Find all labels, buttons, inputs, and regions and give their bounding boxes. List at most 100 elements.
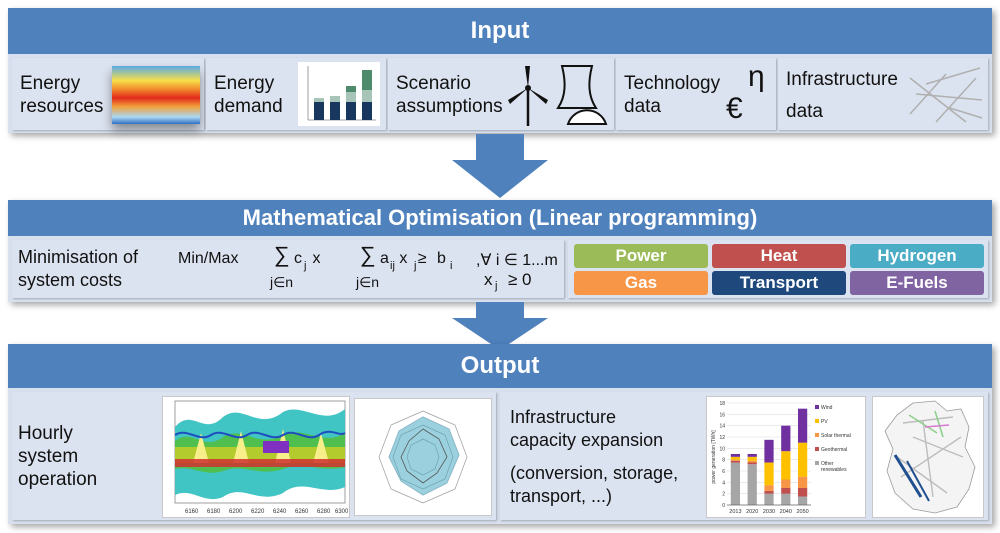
generation-bar-2013-3 bbox=[730, 456, 741, 460]
generation-ytick-2: 4 bbox=[722, 480, 725, 486]
technology-line2: data bbox=[624, 96, 661, 117]
constraint-subscript-i: i bbox=[450, 260, 453, 272]
generation-bar-2020-0 bbox=[747, 464, 757, 505]
generation-bar-2020-3 bbox=[747, 456, 757, 461]
generation-bar-2040-4 bbox=[781, 425, 791, 452]
generation-bar-2013-1 bbox=[730, 460, 741, 463]
nonneg-rest: ≥ 0 bbox=[508, 270, 532, 289]
hourly-tick-6: 6280 bbox=[317, 509, 331, 515]
demand-chart-thumbnail bbox=[298, 62, 380, 126]
generation-bar-2050-2 bbox=[797, 476, 808, 488]
input-energy-resources: Energy resources bbox=[12, 58, 204, 130]
generation-legend-swatch-0 bbox=[815, 405, 819, 409]
objective-index: j∈n bbox=[270, 274, 294, 290]
infrastructure-line1: Infrastructure bbox=[786, 69, 898, 90]
generation-ytick-5: 10 bbox=[719, 446, 725, 452]
eta-symbol: η bbox=[748, 60, 765, 93]
generation-xtick-2030: 2030 bbox=[763, 509, 775, 515]
generation-bar-2040-2 bbox=[781, 479, 791, 488]
generation-ytick-7: 14 bbox=[719, 424, 725, 430]
objective-term: c x bbox=[294, 250, 324, 267]
sector-hydrogen: Hydrogen bbox=[850, 244, 984, 268]
generation-bar-2020-4 bbox=[747, 454, 757, 457]
constraint-sum-symbol: ∑ bbox=[360, 242, 376, 267]
generation-legend-swatch-3 bbox=[815, 447, 819, 451]
wind-turbine-icon bbox=[508, 66, 548, 126]
generation-legend-label-0: Wind bbox=[821, 405, 833, 411]
generation-xtick-2020: 2020 bbox=[746, 509, 758, 515]
sector-power: Power bbox=[574, 244, 708, 268]
infra-line2: capacity expansion bbox=[510, 430, 664, 450]
constraint-subscript-ij: ij bbox=[390, 260, 395, 272]
generation-bar-2030-3 bbox=[764, 462, 774, 486]
generation-xtick-2013: 2013 bbox=[729, 509, 741, 515]
energy-resources-line2: resources bbox=[20, 96, 104, 117]
generation-legend-label-1: PV bbox=[821, 419, 828, 425]
generation-bar-2013-2 bbox=[730, 459, 741, 461]
flow-arrow-optimisation-to-output bbox=[452, 302, 548, 350]
minmax-label: Min/Max bbox=[178, 250, 239, 267]
germany-network-map-graphic bbox=[884, 400, 976, 514]
infra-line3: (conversion, storage, bbox=[510, 463, 679, 483]
generation-ytick-1: 2 bbox=[722, 492, 725, 498]
constraint-index: j∈n bbox=[356, 274, 380, 290]
infra-line1: Infrastructure bbox=[510, 407, 617, 427]
minimisation-line2: system costs bbox=[18, 270, 123, 290]
sector-efuels: E-Fuels bbox=[850, 271, 984, 295]
sector-gas: Gas bbox=[574, 271, 708, 295]
generation-xtick-2040: 2040 bbox=[780, 509, 792, 515]
generation-ytick-8: 16 bbox=[719, 412, 725, 418]
input-infrastructure-data: Infrastructure data bbox=[778, 58, 988, 130]
technology-line1: Technology bbox=[624, 73, 721, 94]
hourly-tick-3: 6220 bbox=[251, 509, 265, 515]
output-infrastructure-expansion: Infrastructure capacity expansion (conve… bbox=[500, 392, 988, 520]
forall-clause: ,∀ i ∈ 1...m bbox=[476, 252, 558, 269]
constraint-subscript-j: j bbox=[414, 260, 417, 272]
nonneg-subscript: j bbox=[495, 280, 498, 292]
euro-symbol: € bbox=[726, 92, 743, 125]
generation-bar-2030-0 bbox=[764, 493, 774, 505]
optimisation-formula-box: Minimisation of system costs Min/Max ∑ c… bbox=[12, 240, 564, 298]
hourly-tick-4: 6240 bbox=[273, 509, 287, 515]
generation-bar-2040-0 bbox=[781, 493, 791, 505]
generation-bar-2050-3 bbox=[797, 442, 808, 477]
generation-legend-swatch-2 bbox=[815, 433, 819, 437]
energy-resources-line1: Energy bbox=[20, 73, 81, 94]
generation-ytick-4: 8 bbox=[722, 458, 725, 464]
hourly-tick-1: 6180 bbox=[207, 509, 221, 515]
generation-legend-swatch-4 bbox=[815, 461, 819, 465]
generation-ytick-3: 6 bbox=[722, 469, 725, 475]
generation-bar-2030-4 bbox=[764, 439, 774, 463]
infra-line4: transport, ...) bbox=[510, 486, 613, 506]
generation-bar-2030-2 bbox=[764, 485, 774, 491]
output-title: Output bbox=[8, 344, 992, 388]
flow-arrow-input-to-optimisation bbox=[452, 134, 548, 198]
world-map-thumbnail bbox=[112, 66, 200, 124]
input-energy-demand: Energy demand bbox=[206, 58, 386, 130]
input-scenario-assumptions: Scenario assumptions bbox=[388, 58, 614, 130]
hourly-tick-2: 6200 bbox=[229, 509, 243, 515]
output-hourly-operation: Hourly system operation 6160 6180 6200 6… bbox=[12, 392, 496, 520]
nonneg-var: x bbox=[484, 270, 493, 289]
sector-heat: Heat bbox=[712, 244, 846, 268]
generation-bar-2020-2 bbox=[747, 460, 757, 463]
sectors-box: Power Heat Hydrogen Gas Transport E-Fuel… bbox=[568, 240, 988, 298]
hourly-tick-0: 6160 bbox=[185, 509, 199, 515]
hourly-tick-5: 6260 bbox=[295, 509, 309, 515]
hourly-line3: operation bbox=[18, 469, 98, 490]
generation-bar-2040-3 bbox=[781, 451, 791, 480]
output-panel: Output Hourly system operation 6160 6180… bbox=[8, 344, 992, 524]
generation-bar-2013-4 bbox=[730, 454, 741, 457]
input-panel: Input Energy resources Energy demand Sce… bbox=[8, 8, 992, 133]
generation-bar-2040-1 bbox=[781, 488, 791, 494]
constraint-term: a x ≥ b bbox=[380, 250, 449, 267]
optimisation-panel: Mathematical Optimisation (Linear progra… bbox=[8, 200, 992, 302]
power-plant-icon bbox=[556, 65, 608, 125]
input-title: Input bbox=[8, 8, 992, 54]
infrastructure-line2: data bbox=[786, 101, 823, 122]
generation-bar-2050-1 bbox=[797, 488, 808, 497]
generation-ytick-9: 18 bbox=[719, 401, 725, 407]
